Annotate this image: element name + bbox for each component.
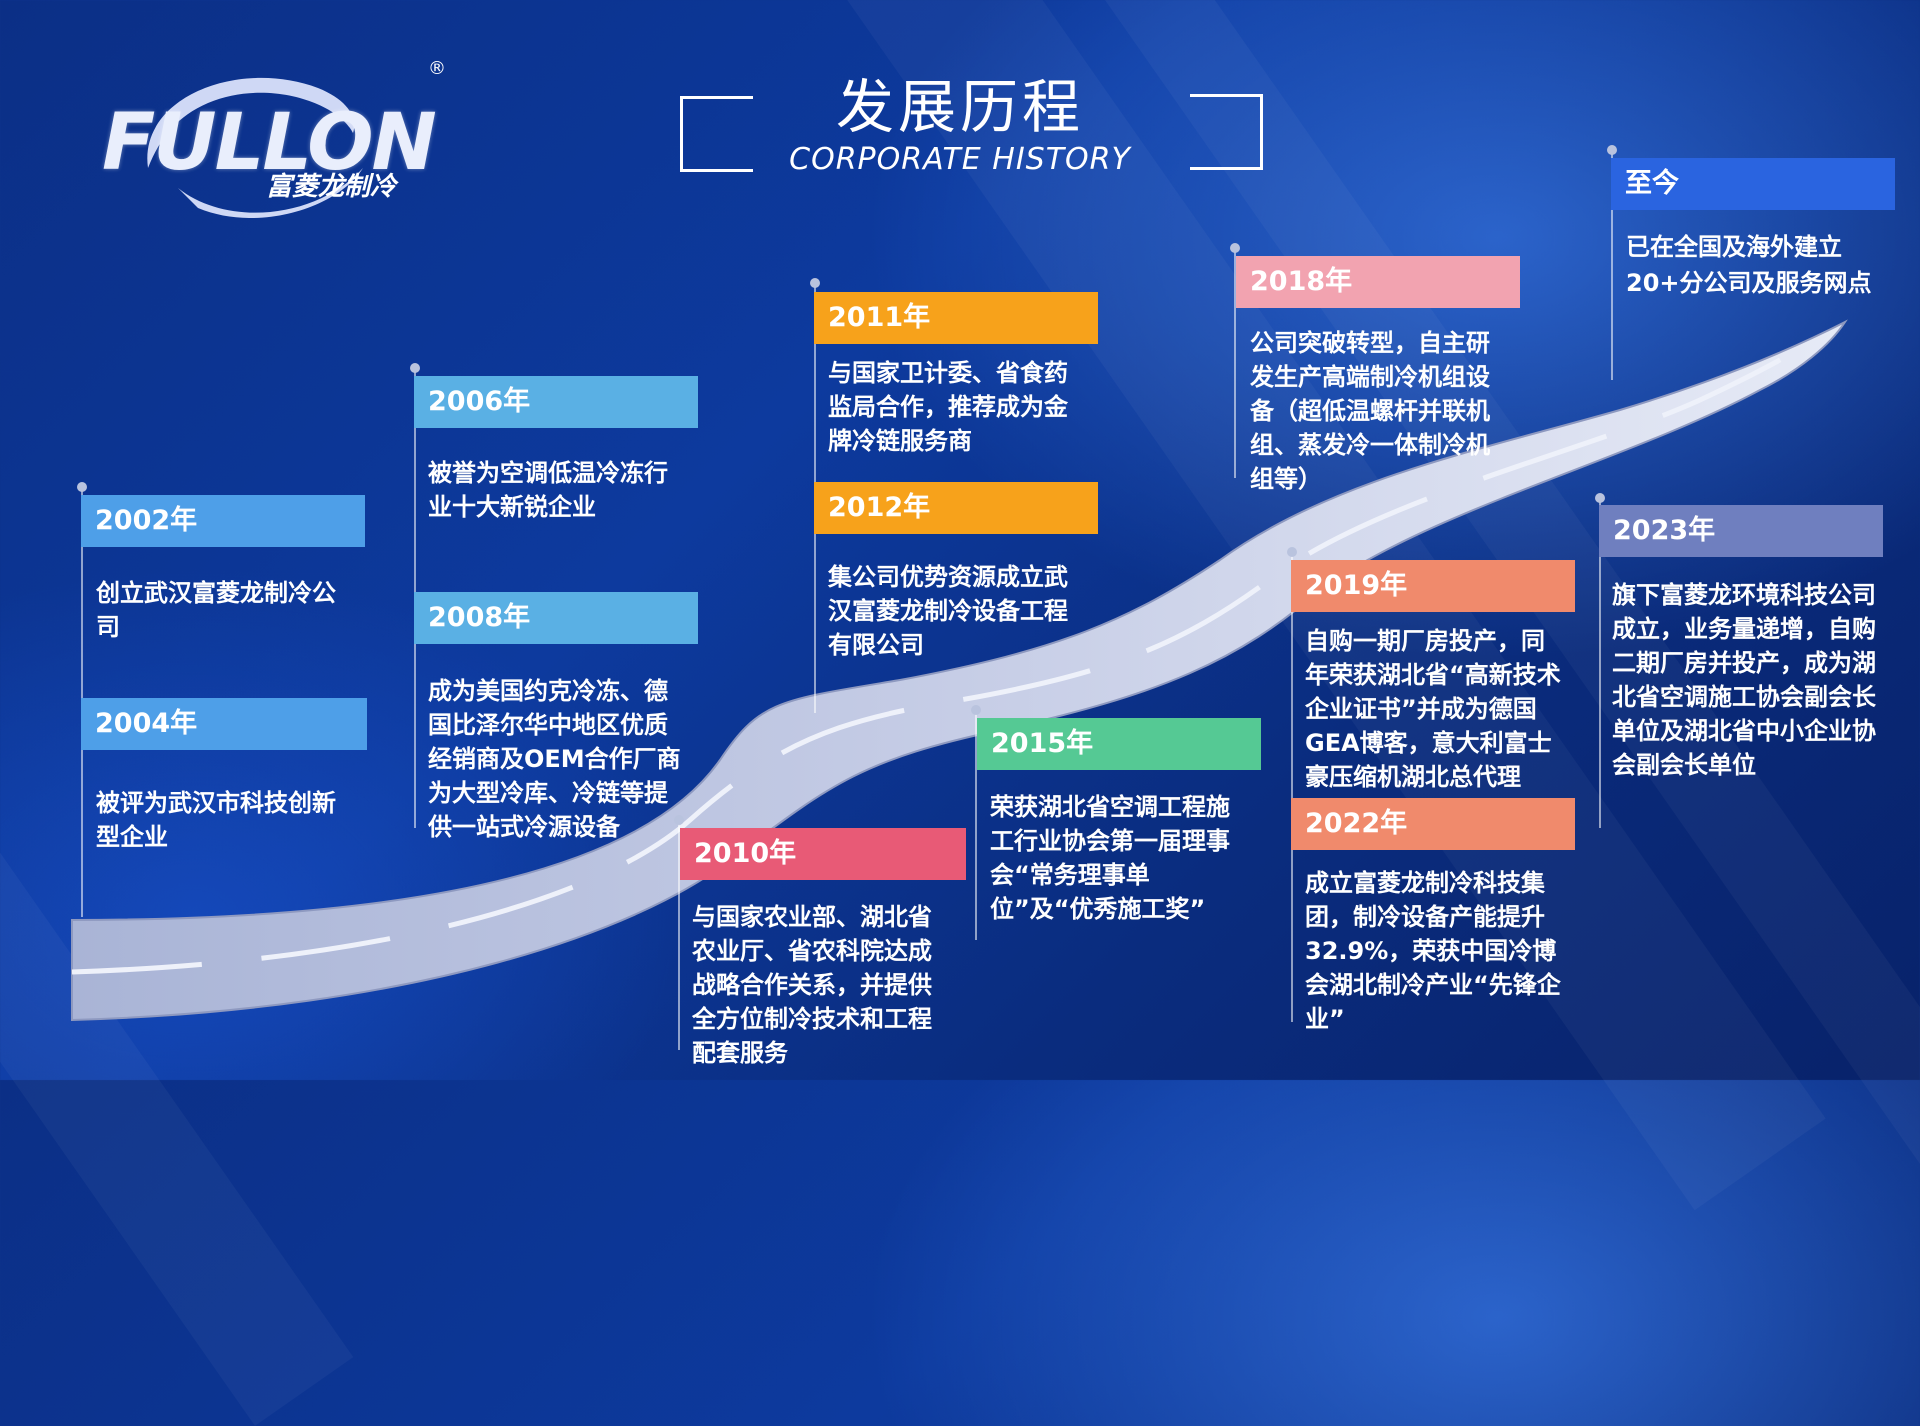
year-label: 2018年 xyxy=(1236,256,1520,308)
milestone-text: 自购一期厂房投产，同年荣获湖北省“高新技术企业证书”并成为德国GEA博客，意大利… xyxy=(1305,627,1561,791)
milestone-text: 与国家农业部、湖北省农业厅、省农科院达成战略合作关系，并提供全方位制冷技术和工程… xyxy=(692,903,932,1067)
milestone-text: 成为美国约克冷冻、德国比泽尔华中地区优质经销商及OEM合作厂商为大型冷库、冷链等… xyxy=(428,677,681,841)
milestone-highlight: 20+分公司及服务网点 xyxy=(1626,269,1872,297)
milestone-text: 被誉为空调低温冷冻行业十大新锐企业 xyxy=(428,459,668,521)
year-label: 至今 xyxy=(1611,158,1895,210)
year-label: 2011年 xyxy=(814,292,1098,344)
milestone-text: 创立武汉富菱龙制冷公司 xyxy=(96,579,336,641)
title-bracket-right xyxy=(1190,94,1263,170)
milestone-text: 公司突破转型，自主研发生产高端制冷机组设备（超低温螺杆并联机组、蒸发冷一体制冷机… xyxy=(1250,329,1490,493)
milestone-text: 被评为武汉市科技创新型企业 xyxy=(96,789,336,851)
title-bracket-left xyxy=(680,96,753,172)
logo-swoosh-icon xyxy=(147,77,363,218)
year-label: 2022年 xyxy=(1291,798,1575,850)
milestone-text: 已在全国及海外建立 xyxy=(1626,233,1842,261)
company-logo: FULLON 富菱龙制冷 ® xyxy=(98,58,458,218)
year-label: 2006年 xyxy=(414,376,698,428)
year-label: 2004年 xyxy=(81,698,367,750)
logo-wordmark: FULLON xyxy=(102,98,437,188)
page-subtitle: CORPORATE HISTORY xyxy=(789,142,1131,177)
logo-chinese-name: 富菱龙制冷 xyxy=(266,172,397,202)
page-title: 发展历程 xyxy=(835,73,1084,141)
year-label: 2008年 xyxy=(414,592,698,644)
year-label: 2023年 xyxy=(1599,505,1883,557)
road-illustration xyxy=(71,319,1848,1022)
year-label: 2012年 xyxy=(814,482,1098,534)
year-label: 2015年 xyxy=(977,718,1261,770)
year-label: 2010年 xyxy=(680,828,966,880)
milestone-text: 与国家卫计委、省食药监局合作，推荐成为金牌冷链服务商 xyxy=(828,359,1068,455)
year-label: 2002年 xyxy=(81,495,365,547)
milestone-text: 集公司优势资源成立武汉富菱龙制冷设备工程有限公司 xyxy=(828,563,1068,659)
milestone-text: 旗下富菱龙环境科技公司成立，业务量递增，自购二期厂房并投产，成为湖北省空调施工协… xyxy=(1612,581,1876,779)
registered-mark: ® xyxy=(428,58,446,79)
milestone-text: 成立富菱龙制冷科技集团，制冷设备产能提升32.9%，荣获中国冷博会湖北制冷产业“… xyxy=(1305,869,1561,1033)
milestone-text: 荣获湖北省空调工程施工行业协会第一届理事会“常务理事单位”及“优秀施工奖” xyxy=(990,793,1230,923)
year-label: 2019年 xyxy=(1291,560,1575,612)
